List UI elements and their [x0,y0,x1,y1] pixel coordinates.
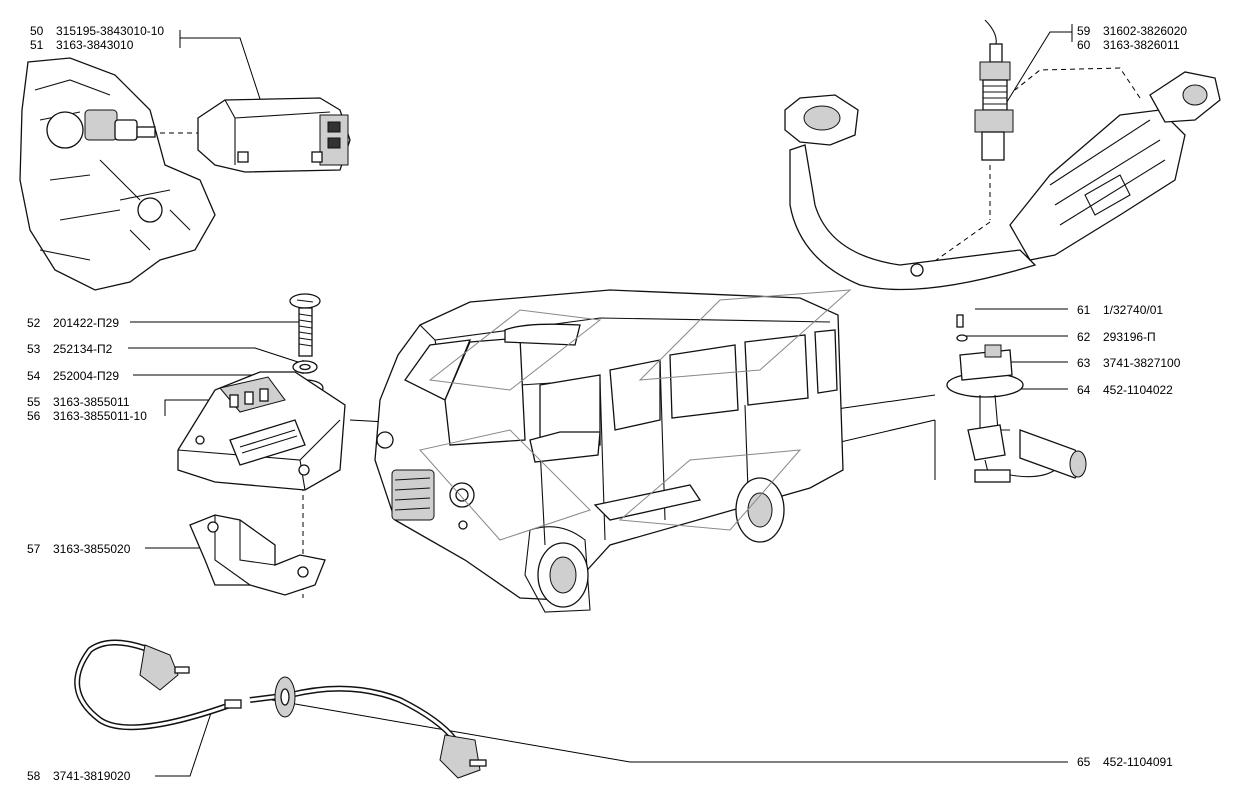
sensor-connector-illustration [197,97,351,173]
van-illustration [374,289,852,613]
speedometer-cable-illustration [74,639,487,779]
engine-block-illustration [19,57,216,291]
fuel-pump-illustration [946,314,1087,483]
screw-illustration [289,293,321,357]
ignition-module-illustration [177,371,346,491]
oxygen-sensor-illustration [974,19,1014,161]
bracket-illustration [189,514,326,596]
exhaust-pipe-illustration [784,71,1221,291]
